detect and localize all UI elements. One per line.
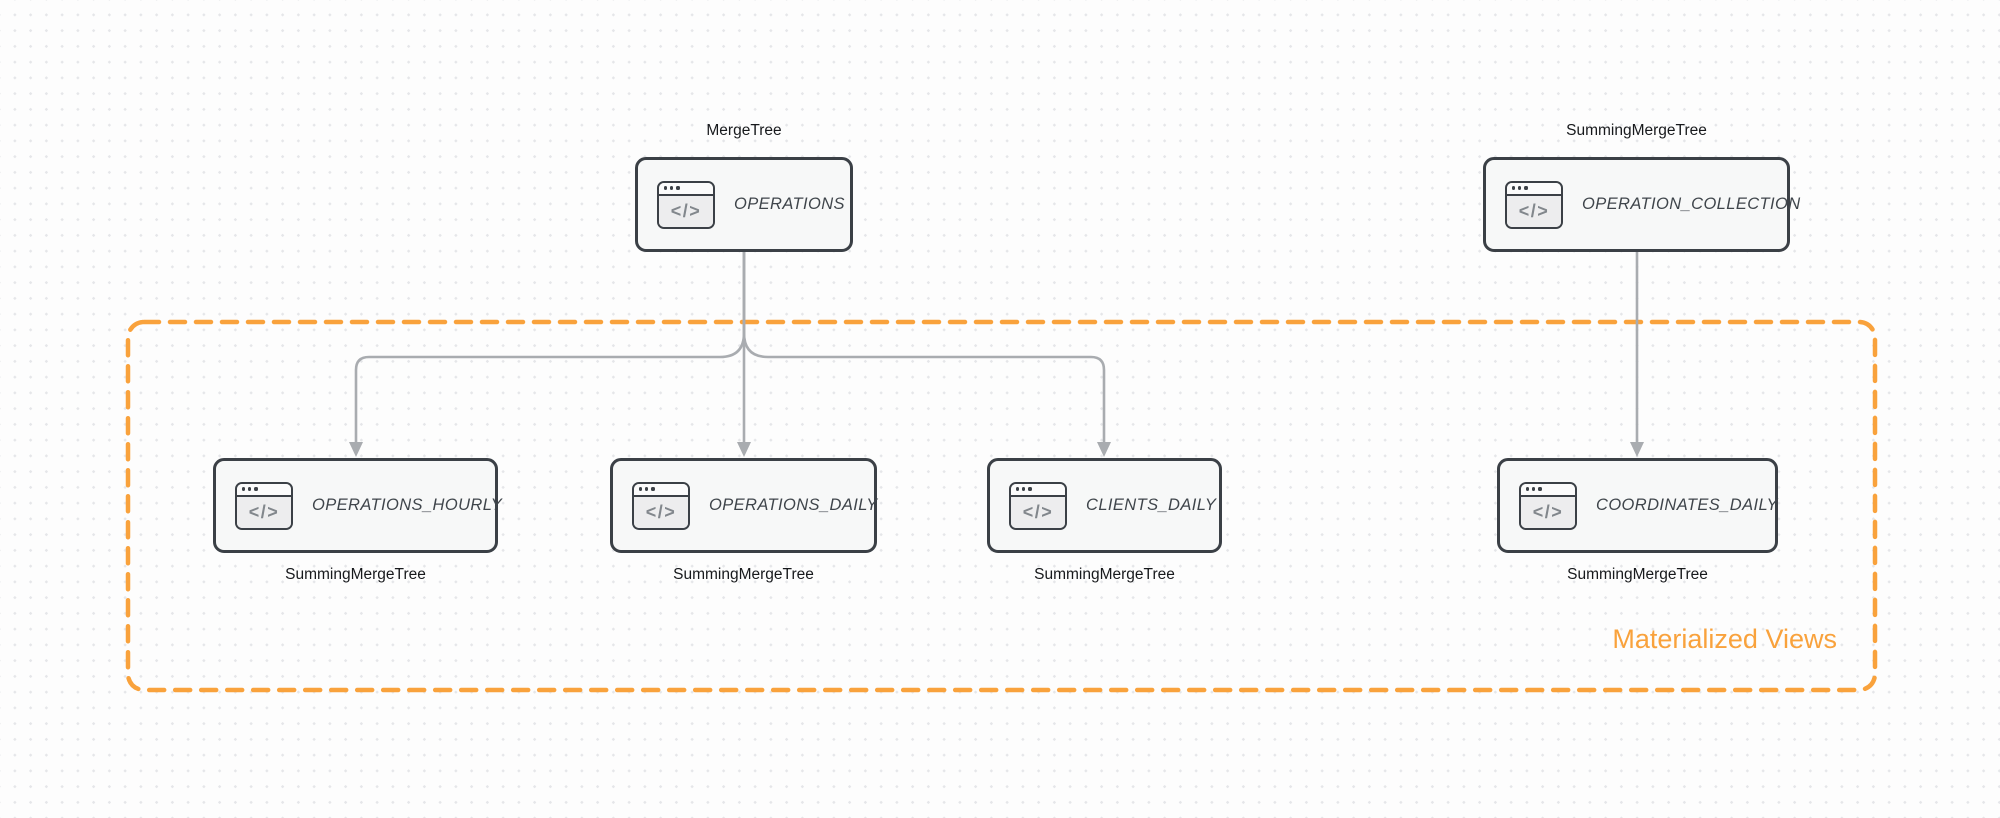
engine-label-coordinates-daily: SummingMergeTree — [1567, 566, 1708, 583]
table-node-box: </> OPERATIONS_DAILY — [610, 458, 877, 553]
table-node-box: </> OPERATIONS — [635, 157, 853, 252]
table-node-box: </> CLIENTS_DAILY — [987, 458, 1222, 553]
node-coordinates-daily: SummingMergeTree </> COORDINATES_DAILY — [1497, 458, 1778, 583]
code-brackets-icon: </> — [659, 195, 713, 227]
table-name: CLIENTS_DAILY — [1086, 496, 1217, 514]
materialized-views-zone-border — [125, 319, 1878, 693]
code-brackets-icon: </> — [237, 496, 291, 528]
engine-label-operations-daily: SummingMergeTree — [673, 566, 814, 583]
node-operations-daily: SummingMergeTree </> OPERATIONS_DAILY — [610, 458, 877, 583]
engine-label-operations-hourly: SummingMergeTree — [285, 566, 426, 583]
code-brackets-icon: </> — [1521, 496, 1575, 528]
table-name: OPERATIONS_HOURLY — [312, 496, 503, 514]
arrowhead-operations-hourly — [349, 442, 363, 457]
node-clients-daily: SummingMergeTree </> CLIENTS_DAILY — [987, 458, 1222, 583]
icon-window-dots — [659, 182, 713, 196]
table-node-box: </> COORDINATES_DAILY — [1497, 458, 1778, 553]
edge-operations-to-clients-daily — [742, 252, 1106, 444]
table-node-box: </> OPERATION_COLLECTION — [1483, 157, 1800, 252]
arrowhead-clients-daily — [1097, 442, 1111, 457]
edge-operations-to-operations-hourly — [354, 252, 746, 444]
materialized-views-zone-label: Materialized Views — [1612, 624, 1837, 654]
engine-label-operation-collection: SummingMergeTree — [1566, 122, 1707, 139]
code-brackets-icon: </> — [1507, 195, 1561, 227]
table-name: OPERATIONS_DAILY — [709, 496, 878, 514]
code-brackets-icon: </> — [634, 496, 688, 528]
table-name: COORDINATES_DAILY — [1596, 496, 1778, 514]
code-window-icon: </> — [657, 180, 715, 229]
icon-window-dots — [1521, 483, 1575, 497]
code-window-icon: </> — [1505, 180, 1563, 229]
icon-window-dots — [237, 483, 291, 497]
table-name: OPERATIONS — [734, 195, 845, 213]
node-operations: MergeTree </> OPERATIONS — [635, 122, 853, 252]
code-window-icon: </> — [1519, 481, 1577, 530]
table-node-box: </> OPERATIONS_HOURLY — [213, 458, 502, 553]
engine-label-clients-daily: SummingMergeTree — [1034, 566, 1175, 583]
node-operations-hourly: SummingMergeTree </> OPERATIONS_HOURLY — [213, 458, 502, 583]
icon-window-dots — [634, 483, 688, 497]
table-name: OPERATION_COLLECTION — [1582, 195, 1801, 213]
code-window-icon: </> — [235, 481, 293, 530]
code-brackets-icon: </> — [1011, 496, 1065, 528]
arrowhead-operations-daily — [737, 442, 751, 457]
engine-label-operations: MergeTree — [706, 122, 782, 139]
icon-window-dots — [1507, 182, 1561, 196]
code-window-icon: </> — [1009, 481, 1067, 530]
icon-window-dots — [1011, 483, 1065, 497]
arrowhead-coordinates-daily — [1630, 442, 1644, 457]
code-window-icon: </> — [632, 481, 690, 530]
node-operation-collection: SummingMergeTree </> OPERATION_COLLECTIO… — [1483, 122, 1800, 252]
